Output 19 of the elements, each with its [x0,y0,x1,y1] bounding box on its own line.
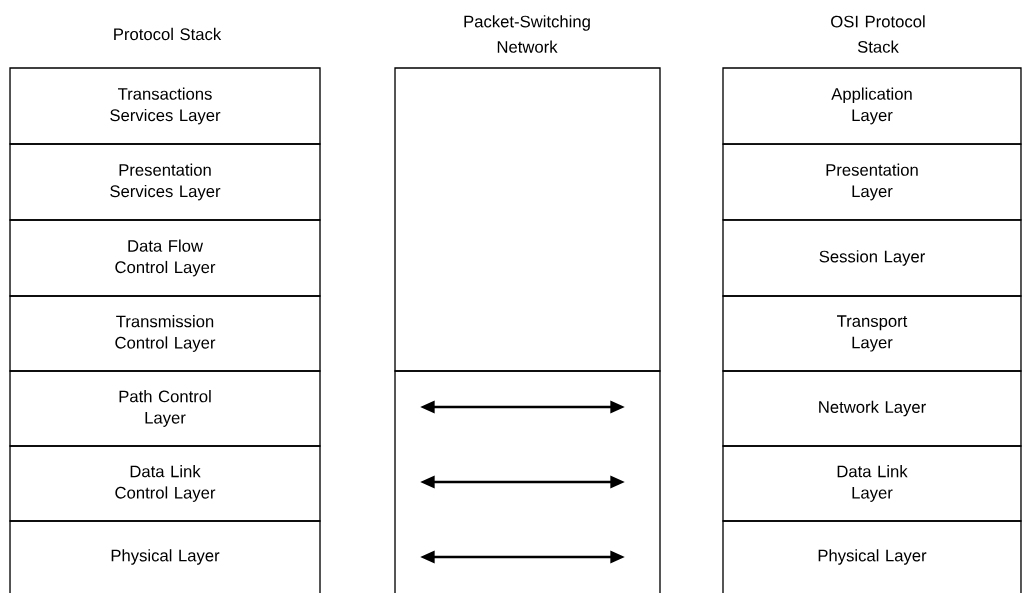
layer-box: Transmission Control Layer [9,295,321,372]
layer-box: Data Flow Control Layer [9,219,321,297]
column-heading: Protocol Stack [114,27,222,41]
layer-box: Session Layer [722,219,1022,297]
network-box [394,67,661,372]
layer-box: Transport Layer [722,295,1022,372]
layer-box: Physical Layer [722,520,1022,593]
layer-box: Presentation Layer [722,143,1022,221]
layer-box: Transactions Services Layer [9,67,321,145]
layer-box: Path Control Layer [9,370,321,447]
network-box [394,370,661,593]
layer-box: Data Link Control Layer [9,445,321,522]
layer-box: Network Layer [722,370,1022,447]
layer-box: Physical Layer [9,520,321,593]
column-heading: Packet-Switching Network [464,15,590,53]
layer-box: Data Link Layer [722,445,1022,522]
column-heading: OSI Protocol Stack [831,15,925,53]
layer-box: Application Layer [722,67,1022,145]
layer-box: Presentation Services Layer [9,143,321,221]
